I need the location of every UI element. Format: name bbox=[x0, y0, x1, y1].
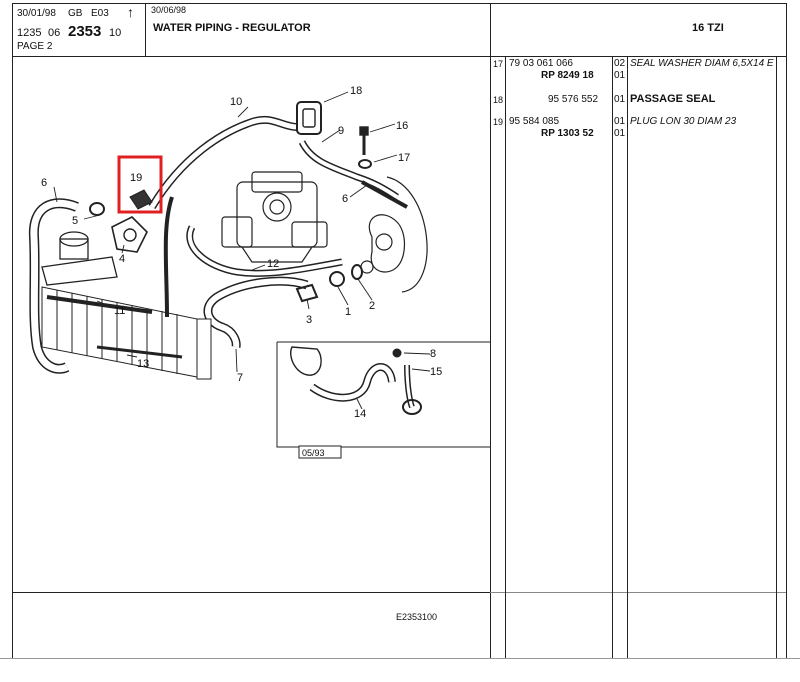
item-8 bbox=[392, 348, 402, 358]
callout-4: 4 bbox=[119, 253, 125, 265]
inset-date: 05/93 bbox=[302, 448, 325, 458]
washer-17 bbox=[358, 159, 372, 169]
header-code-c: 10 bbox=[109, 27, 122, 39]
frame-right bbox=[786, 3, 787, 658]
header-divider-1 bbox=[145, 3, 146, 56]
callout-18: 18 bbox=[350, 85, 362, 97]
pipe-11 bbox=[46, 295, 153, 314]
bolt-16 bbox=[359, 126, 369, 136]
part-number: 95 576 552 bbox=[548, 94, 599, 105]
col-line-right bbox=[776, 56, 777, 658]
part-ref: 17 bbox=[493, 59, 504, 69]
part-alt-qty: 01 bbox=[614, 128, 626, 139]
col-line-qty-b bbox=[627, 56, 628, 658]
diagram-divider bbox=[490, 56, 491, 658]
header-arrow-icon: ↑ bbox=[127, 4, 134, 20]
callout-6b: 6 bbox=[342, 193, 348, 205]
callout-15: 15 bbox=[430, 366, 442, 378]
leader-lines bbox=[53, 91, 431, 410]
header-model: 16 TZI bbox=[692, 22, 724, 34]
header-code-b: 06 bbox=[48, 27, 61, 39]
hose-6 bbox=[28, 198, 79, 374]
callout-3: 3 bbox=[306, 314, 312, 326]
passage-seal-18 bbox=[296, 101, 322, 135]
part-ref: 18 bbox=[493, 95, 504, 105]
callout-19: 19 bbox=[130, 172, 142, 184]
outlet-housing-4 bbox=[111, 216, 148, 253]
thermostat-housing bbox=[360, 176, 428, 293]
callout-6: 6 bbox=[41, 177, 47, 189]
header-edition: E03 bbox=[91, 8, 109, 19]
header-date-left: 30/01/98 bbox=[17, 8, 56, 19]
part-description: SEAL WASHER DIAM 6,5X14 E bbox=[630, 58, 774, 69]
header-date-right: 30/06/98 bbox=[151, 5, 187, 15]
callout-16: 16 bbox=[396, 120, 408, 132]
connector-3 bbox=[295, 283, 319, 303]
callout-13: 13 bbox=[137, 358, 149, 370]
callout-17: 17 bbox=[398, 152, 410, 164]
frame-bottom bbox=[0, 658, 800, 659]
highlight-box bbox=[117, 155, 163, 214]
part-alt-number: RP 1303 52 bbox=[541, 128, 594, 139]
page-title: WATER PIPING - REGULATOR bbox=[153, 22, 311, 34]
part-alt-qty: 01 bbox=[614, 70, 626, 81]
item-1 bbox=[329, 271, 345, 287]
item-2 bbox=[351, 264, 363, 280]
header-lang: GB bbox=[68, 8, 83, 19]
frame-top bbox=[12, 3, 786, 4]
header-page: PAGE 2 bbox=[17, 41, 53, 52]
col-line-qty-a bbox=[612, 56, 613, 658]
callout-5: 5 bbox=[72, 215, 78, 227]
part-description: PLUG LON 30 DIAM 23 bbox=[630, 116, 737, 127]
footer-rule-right bbox=[490, 592, 786, 593]
header-bottom-rule bbox=[12, 56, 786, 57]
part-alt-number: RP 8249 18 bbox=[541, 70, 594, 81]
footer-rule bbox=[12, 592, 490, 593]
callout-1: 1 bbox=[345, 306, 351, 318]
carburettor bbox=[221, 171, 328, 263]
callout-7: 7 bbox=[237, 372, 243, 384]
col-line-ref bbox=[505, 56, 506, 658]
part-qty: 01 bbox=[614, 116, 626, 127]
exploded-parts-diagram: 1 2 3 4 5 6 6 7 8 9 10 11 12 13 14 15 16… bbox=[28, 85, 490, 459]
part-ref: 19 bbox=[493, 117, 504, 127]
header-divider-2 bbox=[490, 3, 491, 56]
part-qty: 01 bbox=[614, 94, 626, 105]
part-number: 95 584 085 bbox=[509, 116, 560, 127]
callout-14: 14 bbox=[354, 408, 366, 420]
callout-10: 10 bbox=[230, 96, 242, 108]
part-description: PASSAGE SEAL bbox=[630, 93, 716, 105]
figure-reference: E2353100 bbox=[396, 612, 438, 622]
pipe-13 bbox=[96, 345, 183, 359]
item-5 bbox=[89, 202, 105, 216]
expansion-tank bbox=[41, 231, 118, 286]
callout-8: 8 bbox=[430, 348, 436, 360]
callout-12: 12 bbox=[267, 258, 279, 270]
header-code-main: 2353 bbox=[68, 23, 102, 40]
radiator bbox=[41, 286, 212, 380]
pipe-6 bbox=[361, 180, 408, 209]
part-number: 79 03 061 066 bbox=[509, 58, 573, 69]
part-qty: 02 bbox=[614, 58, 626, 69]
callout-2: 2 bbox=[369, 300, 375, 312]
header-code-a: 1235 bbox=[17, 27, 42, 39]
callout-9: 9 bbox=[338, 125, 344, 137]
callout-11: 11 bbox=[114, 305, 125, 317]
plug-19 bbox=[129, 189, 153, 210]
pipe-left-vertical bbox=[163, 196, 174, 318]
inset-detail bbox=[276, 341, 490, 448]
frame-left bbox=[12, 3, 13, 658]
